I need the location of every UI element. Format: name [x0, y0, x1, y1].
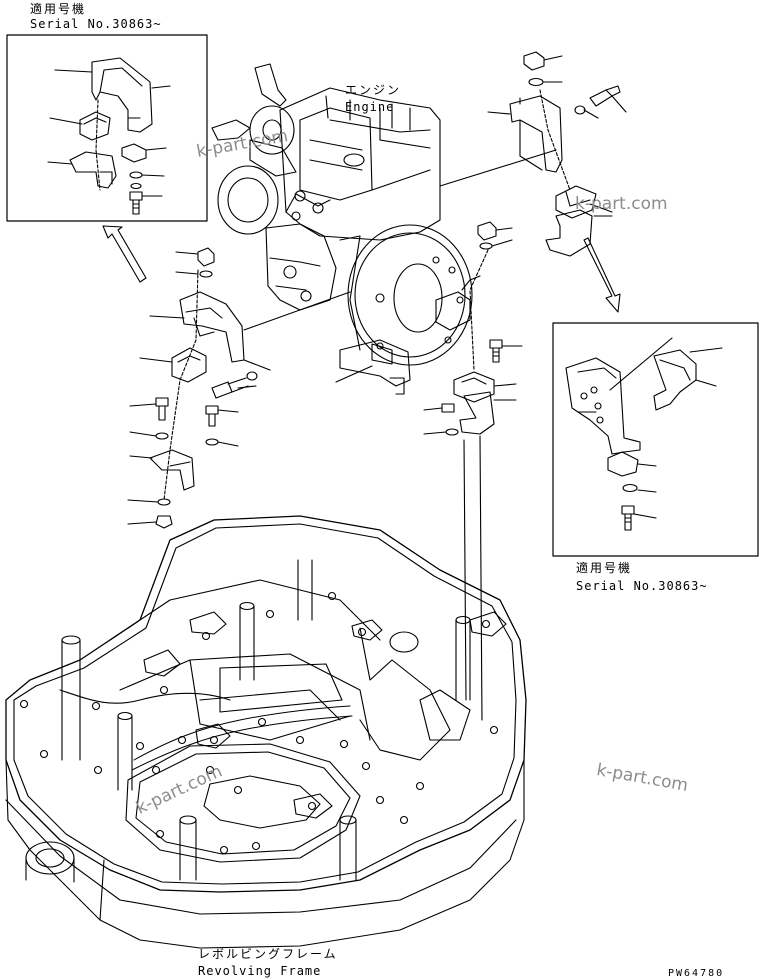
watermark: k-part.com — [575, 194, 668, 214]
arrow-to-inset-left — [102, 225, 147, 283]
engine-en-label: Engine — [345, 100, 395, 114]
frame-en-label: Revolving Frame — [198, 964, 322, 978]
engine-drawing — [211, 63, 481, 395]
right-lower-mount — [335, 221, 523, 721]
right-serial-en-label: Serial No.30863~ — [576, 579, 708, 593]
inset-box-top-left — [6, 34, 208, 222]
top-left-serial-jp-label: 適用号機 — [30, 2, 87, 16]
arrow-to-inset-right — [583, 237, 621, 313]
drawing-code: PW64780 — [668, 968, 725, 979]
revolving-frame-drawing — [5, 515, 527, 949]
engine-jp-label: エンジン — [345, 83, 402, 97]
left-mount-assembly — [127, 247, 351, 529]
inset-box-right — [552, 322, 759, 557]
frame-jp-label: レボルビングフレーム — [198, 947, 338, 961]
top-left-serial-en-label: Serial No.30863~ — [30, 17, 162, 31]
bracket-top-right — [439, 51, 627, 257]
right-serial-jp-label: 適用号機 — [576, 561, 633, 575]
